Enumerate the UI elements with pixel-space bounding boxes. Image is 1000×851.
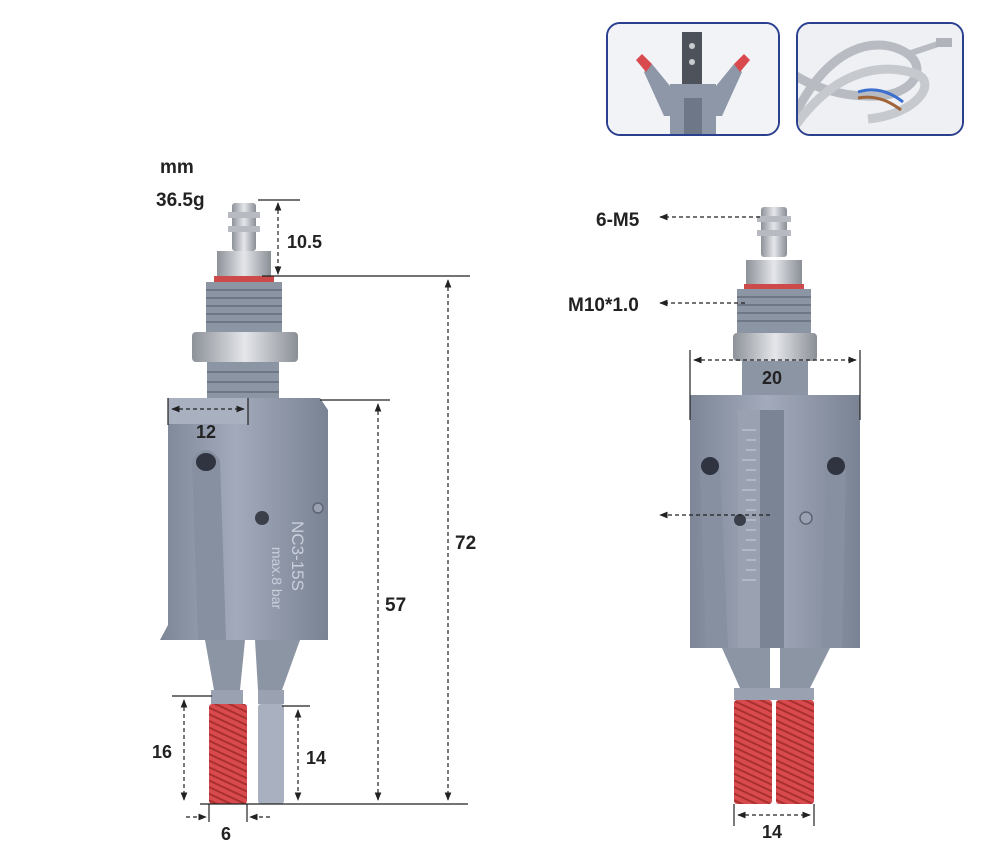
sensor-cable-thumbnail[interactable] (796, 22, 964, 136)
weight-label: 36.5g (156, 190, 205, 211)
model-engraving: NC3-15S (288, 521, 307, 591)
gripper-open-image (608, 24, 778, 134)
jaw-height-label: 14 (306, 748, 326, 768)
total-height-label: 72 (455, 533, 476, 554)
body-height-label: 57 (385, 595, 406, 616)
left-dimension-lines (167, 199, 470, 822)
body-width-label: 12 (196, 422, 216, 442)
right-view-left-pad (734, 700, 772, 804)
mount-thread-stem (737, 289, 811, 333)
unit-label: mm (160, 157, 194, 178)
right-gripper-view (690, 207, 860, 804)
jaw-span-label: 14 (762, 822, 782, 842)
right-jaw-tip (258, 704, 284, 804)
right-body-width-label: 20 (762, 368, 782, 388)
left-gripper-view: NC3-15S max.8 bar (160, 203, 328, 804)
right-dimension-lines (659, 213, 861, 826)
fitting-height-label: 10.5 (287, 232, 322, 252)
port-thread-label: 6-M5 (596, 210, 640, 231)
pressure-engraving: max.8 bar (269, 547, 285, 610)
port-hex-nut (746, 260, 802, 284)
mount-thread-label: M10*1.0 (568, 295, 639, 316)
mount-lock-nut (733, 333, 817, 361)
red-seal-ring (214, 276, 274, 282)
right-view-right-pad (776, 700, 814, 804)
left-gripper-pad (209, 704, 247, 804)
fitting-hex-nut (217, 251, 271, 276)
lock-nut (192, 332, 298, 362)
left-jaw (205, 640, 245, 690)
gripper-body (160, 398, 328, 640)
sensor-cable-image (798, 24, 962, 134)
gripper-open-thumbnail[interactable] (606, 22, 780, 136)
right-jaw (255, 640, 300, 690)
pad-height-label: 16 (152, 742, 172, 762)
jaw-width-label: 6 (221, 824, 231, 844)
